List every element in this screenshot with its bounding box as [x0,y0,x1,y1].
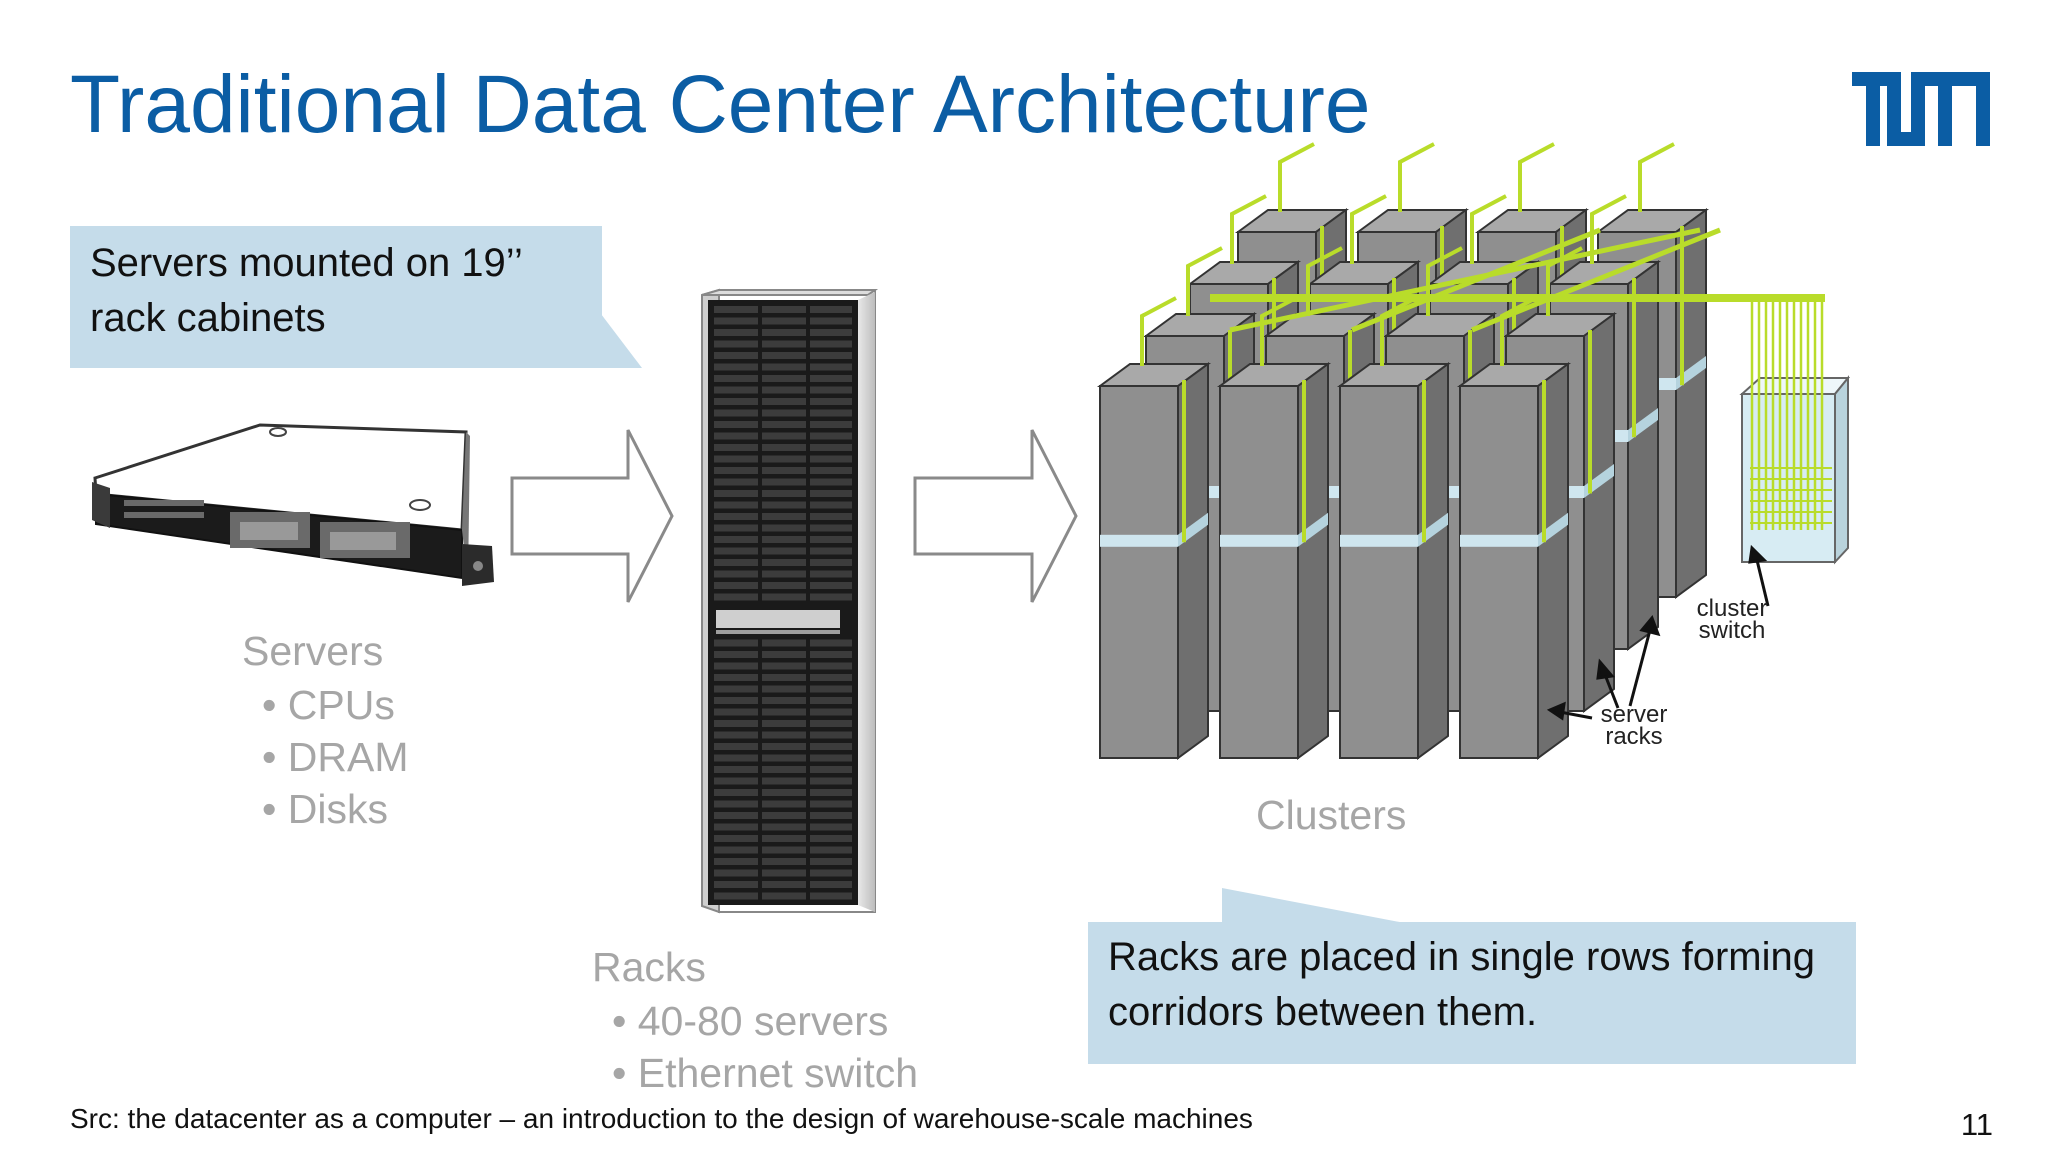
callout-top-line1: Servers mounted on 19’’ [90,241,523,285]
servers-bullet: • Disks [262,786,388,832]
server-rack [1096,296,1212,760]
racks-label: Racks [592,944,706,990]
server-racks-label: server racks [1600,701,1668,750]
slide-title: Traditional Data Center Architecture [70,59,1371,150]
callout-top-text: Servers mounted on 19’’ rack cabinets [90,236,523,346]
page-number: 11 [1960,1107,1993,1142]
rack-illustration [701,288,879,914]
servers-bullet: • DRAM [262,734,409,780]
server-rack [1456,296,1572,760]
racks-bullet: • 40-80 servers [612,998,889,1044]
arrow-right-icon [913,429,1078,603]
rack-server-slots [714,306,852,900]
source-citation: Src: the datacenter as a computer – an i… [70,1103,1253,1134]
server-rack [1216,296,1332,760]
callout-bottom-line2: corridors between them. [1108,990,1538,1034]
callout-bottom [1088,888,1856,1064]
servers-bullet: • CPUs [262,682,395,728]
annotation-arrows [1546,544,1770,721]
cluster-illustration [1096,142,1825,760]
callout-bottom-text: Racks are placed in single rows forming … [1108,930,1815,1040]
server-illustration [92,423,494,586]
arrow-right-icon [510,429,674,603]
clusters-label: Clusters [1256,792,1407,838]
server-rack [1336,296,1452,760]
callout-bottom-line1: Racks are placed in single rows forming [1108,935,1815,979]
callout-top-line2: rack cabinets [90,296,326,340]
servers-label: Servers [242,628,384,674]
racks-bullet: • Ethernet switch [612,1050,919,1096]
tum-logo [1852,72,1990,146]
cluster-switch-label: cluster switch [1696,595,1768,644]
cluster-switch-box [1739,298,1851,565]
callout-top [70,226,642,368]
